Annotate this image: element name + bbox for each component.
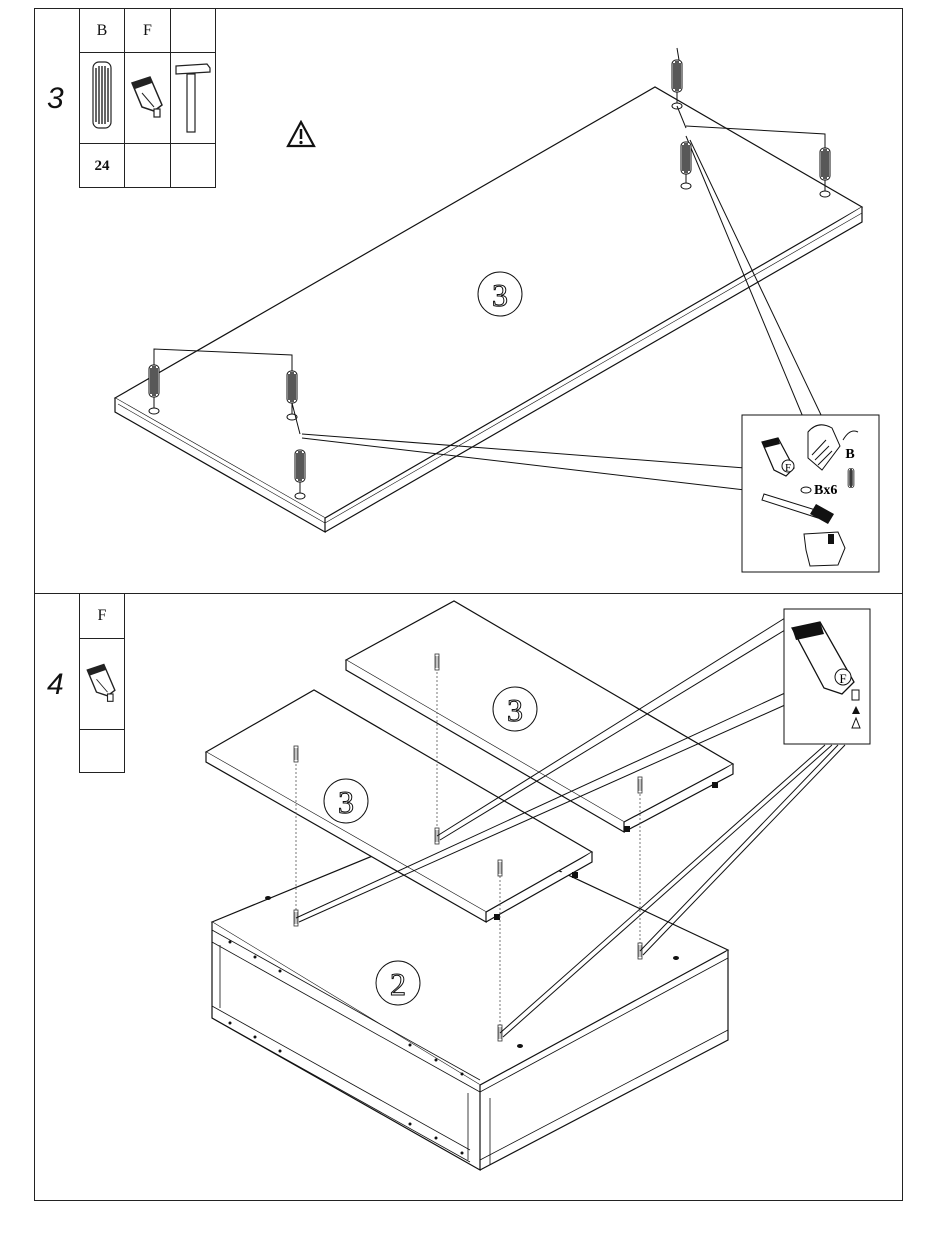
detail-glue-label: F xyxy=(785,462,791,474)
panel-3-label: 3 xyxy=(492,277,508,313)
step3-detail-box: F B Bx6 xyxy=(742,415,879,572)
shelf-back-label: 3 xyxy=(507,692,523,728)
step4-diagram: 2 3 3 F xyxy=(0,594,950,1200)
frame-2-label: 2 xyxy=(390,966,406,1002)
detail-glue-label: F xyxy=(839,671,846,686)
step3-diagram: 3 F B Bx6 xyxy=(0,0,950,600)
detail-count-label: Bx6 xyxy=(814,483,837,498)
shelf-front-label: 3 xyxy=(338,784,354,820)
step4-detail-box: F xyxy=(784,609,870,744)
detail-dowel-label: B xyxy=(845,447,854,462)
